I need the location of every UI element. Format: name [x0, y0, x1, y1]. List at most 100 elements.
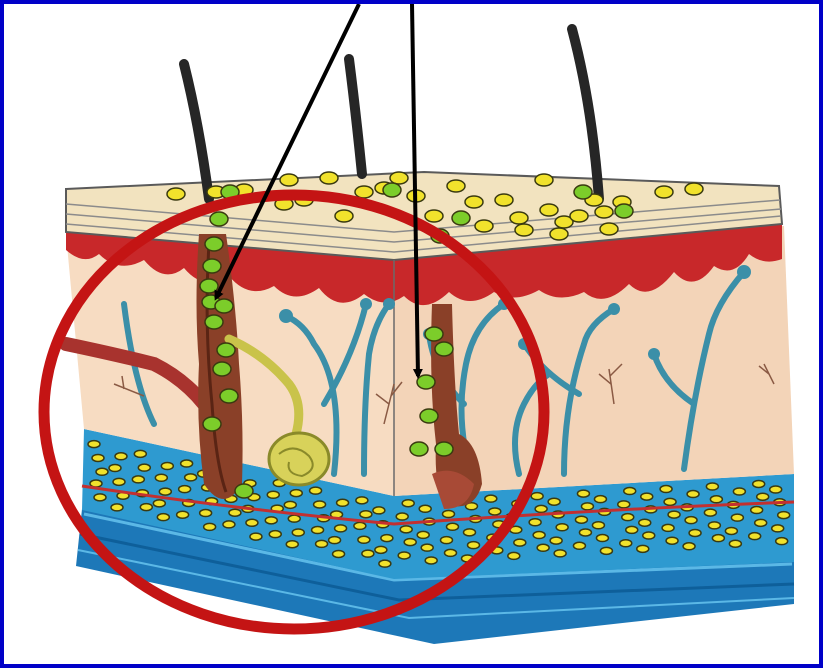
- green-particle: [220, 389, 238, 403]
- fat-cell: [689, 529, 701, 536]
- fat-cell: [620, 540, 632, 547]
- fat-cell: [757, 493, 769, 500]
- fat-cell: [575, 516, 587, 523]
- fat-cell: [596, 535, 608, 542]
- fat-cell: [710, 496, 722, 503]
- fat-cell: [550, 537, 562, 544]
- fat-cell: [668, 511, 680, 518]
- fat-cell: [362, 550, 374, 557]
- fat-cell: [643, 532, 655, 539]
- fat-cell: [113, 478, 125, 485]
- fat-cell: [639, 519, 651, 526]
- surface-particle: [685, 183, 703, 195]
- fat-cell: [92, 454, 104, 461]
- green-particle: [210, 212, 228, 226]
- green-particle: [574, 185, 592, 199]
- fat-cell: [706, 483, 718, 490]
- fat-cell: [314, 501, 326, 508]
- green-particle: [425, 327, 443, 341]
- fat-cell: [115, 453, 127, 460]
- surface-particle: [495, 194, 513, 206]
- surface-particle: [390, 172, 408, 184]
- surface-particle: [595, 206, 613, 218]
- surface-particle: [355, 186, 373, 198]
- fat-cell: [618, 501, 630, 508]
- fat-cell: [485, 495, 497, 502]
- fat-cell: [375, 546, 387, 553]
- fat-cell: [704, 509, 716, 516]
- fat-cell: [660, 486, 672, 493]
- green-particle: [205, 237, 223, 251]
- surface-particle: [540, 204, 558, 216]
- fat-cell: [749, 533, 761, 540]
- fat-cell: [335, 525, 347, 532]
- fat-cell: [666, 537, 678, 544]
- fat-cell: [464, 529, 476, 536]
- fat-cell: [637, 545, 649, 552]
- fat-cell: [581, 503, 593, 510]
- fat-cell: [381, 535, 393, 542]
- fat-cell: [398, 552, 410, 559]
- fat-cell: [373, 507, 385, 514]
- fat-cell: [708, 522, 720, 529]
- fat-cell: [250, 533, 262, 540]
- fat-cell: [622, 514, 634, 521]
- fat-cell: [360, 511, 372, 518]
- fat-cell: [290, 490, 302, 497]
- fat-cell: [159, 488, 171, 495]
- fat-cell: [223, 521, 235, 528]
- fat-cell: [111, 504, 123, 511]
- surface-particle: [425, 210, 443, 222]
- green-particle: [410, 442, 428, 456]
- fat-cell: [662, 524, 674, 531]
- surface-particle: [600, 223, 618, 235]
- surface-particle: [335, 210, 353, 222]
- fat-cell: [358, 536, 370, 543]
- fat-cell: [447, 523, 459, 530]
- fat-cell: [310, 487, 322, 494]
- surface-particle: [465, 196, 483, 208]
- green-particle: [435, 342, 453, 356]
- fat-cell: [624, 488, 636, 495]
- fat-cell: [421, 544, 433, 551]
- fat-cell: [468, 542, 480, 549]
- fat-cell: [778, 512, 790, 519]
- surface-particle: [510, 212, 528, 224]
- fat-cell: [356, 497, 368, 504]
- fat-cell: [153, 500, 165, 507]
- fat-cell: [88, 441, 100, 448]
- fat-cell: [489, 508, 501, 515]
- fat-cell: [316, 540, 328, 547]
- fat-cell: [443, 511, 455, 518]
- fat-cell: [579, 529, 591, 536]
- green-particle: [215, 299, 233, 313]
- diagram-frame: [4, 4, 819, 664]
- fat-cell: [776, 538, 788, 545]
- fat-cell: [556, 524, 568, 531]
- fat-cell: [687, 491, 699, 498]
- fat-cell: [731, 514, 743, 521]
- green-particle: [217, 343, 235, 357]
- fat-cell: [445, 549, 457, 556]
- surface-particle: [550, 228, 568, 240]
- fat-cell: [292, 529, 304, 536]
- surface-particle: [320, 172, 338, 184]
- green-particle: [200, 279, 218, 293]
- fat-cell: [554, 550, 566, 557]
- fat-cell: [594, 496, 606, 503]
- green-particle: [452, 211, 470, 225]
- fat-cell: [529, 519, 541, 526]
- fat-cell: [396, 513, 408, 520]
- fat-cell: [229, 509, 241, 516]
- green-particle: [420, 409, 438, 423]
- green-particle: [435, 442, 453, 456]
- green-particle: [213, 362, 231, 376]
- fat-cell: [425, 557, 437, 564]
- fat-cell: [161, 462, 173, 469]
- fat-cell: [246, 519, 258, 526]
- green-particle: [417, 375, 435, 389]
- fat-cell: [286, 541, 298, 548]
- fat-cell: [712, 535, 724, 542]
- surface-particle: [535, 174, 553, 186]
- fat-cell: [683, 543, 695, 550]
